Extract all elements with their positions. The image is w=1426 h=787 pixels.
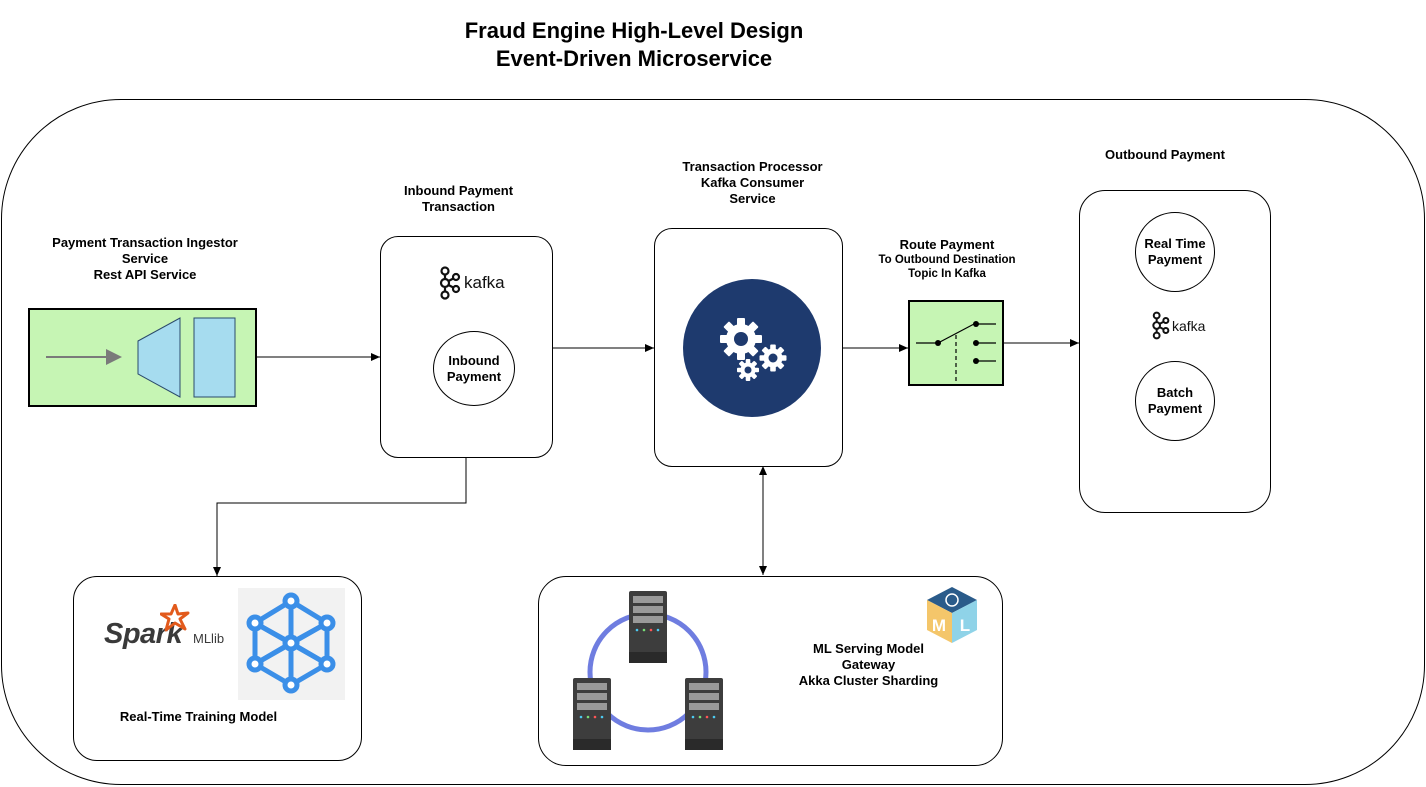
serving-label-line1: ML Serving Model [813, 641, 924, 656]
arrow-inbound-to-training [213, 458, 467, 576]
inbound-heading: Inbound Payment Transaction [380, 183, 537, 215]
gears-icon [683, 279, 821, 417]
kafka-icon [1152, 311, 1170, 340]
route-label-sub2: Topic In Kafka [908, 268, 986, 280]
route-label-sub1: To Outbound Destination [878, 254, 1016, 266]
processor-heading-line3: Service [729, 191, 776, 206]
batch-topic-line2: Payment [1147, 401, 1203, 416]
neural-network-icon [238, 588, 345, 700]
diagram-title-line1: Fraud Engine High-Level Design [464, 18, 804, 43]
server-icon-right [685, 678, 723, 750]
server-icon-left [573, 678, 611, 750]
realtime-payment-topic: Real Time Payment [1135, 212, 1215, 292]
ingestor-label: Payment Transaction Ingestor Service Res… [30, 235, 260, 283]
serving-label-line3: Akka Cluster Sharding [798, 673, 939, 688]
diagram-title: Fraud Engine High-Level Design Event-Dri… [0, 17, 1268, 73]
kafka-icon [439, 266, 461, 300]
serving-label: ML Serving Model Gateway Akka Cluster Sh… [770, 641, 967, 689]
processor-heading-line2: Kafka Consumer [700, 175, 805, 190]
realtime-topic-line2: Payment [1147, 252, 1203, 267]
diagram-title-line2: Event-Driven Microservice [495, 46, 773, 71]
serving-box [538, 576, 1003, 766]
ml-cube-m: M [932, 616, 946, 635]
training-label: Real-Time Training Model [119, 709, 278, 724]
inbound-payment-topic: Inbound Payment [433, 331, 515, 406]
ml-cube-l: L [960, 616, 970, 635]
serving-label-line2: Gateway [841, 657, 896, 672]
route-label: Route Payment To Outbound Destination To… [862, 237, 1032, 281]
spark-logo: Spark MLlib [104, 604, 239, 656]
inbound-topic-line2: Payment [446, 368, 502, 384]
server-icon-top [629, 591, 667, 663]
route-label-title: Route Payment [899, 237, 995, 252]
processor-heading-line1: Transaction Processor [682, 159, 823, 174]
message-router-icon [908, 300, 1004, 386]
ingestor-label-line3: Rest API Service [93, 267, 197, 282]
ingestor-label-line2: Service [121, 251, 169, 266]
inbound-topic-line1: Inbound [448, 352, 500, 368]
realtime-topic-line1: Real Time [1144, 236, 1206, 251]
ingestor-label-line1: Payment Transaction Ingestor [52, 235, 238, 250]
spark-logo-text: Spark [104, 618, 183, 650]
mllib-text: MLlib [193, 631, 225, 646]
batch-payment-topic: Batch Payment [1135, 361, 1215, 441]
processor-heading: Transaction Processor Kafka Consumer Ser… [650, 159, 855, 207]
inbound-heading-line1: Inbound Payment [403, 183, 514, 198]
outbound-kafka-logo: kafka [1150, 311, 1205, 340]
inbound-kafka-logo-text: kafka [464, 273, 505, 292]
spark-star-icon [160, 604, 190, 632]
inbound-heading-line2: Transaction [422, 199, 495, 214]
outbound-heading: Outbound Payment [1105, 147, 1225, 162]
inbound-kafka-logo: kafka [437, 266, 505, 300]
batch-topic-line1: Batch [1156, 385, 1194, 400]
outbound-kafka-logo-text: kafka [1172, 317, 1206, 334]
api-gateway-icon [28, 308, 257, 407]
ml-cube-icon: M L [927, 587, 977, 643]
